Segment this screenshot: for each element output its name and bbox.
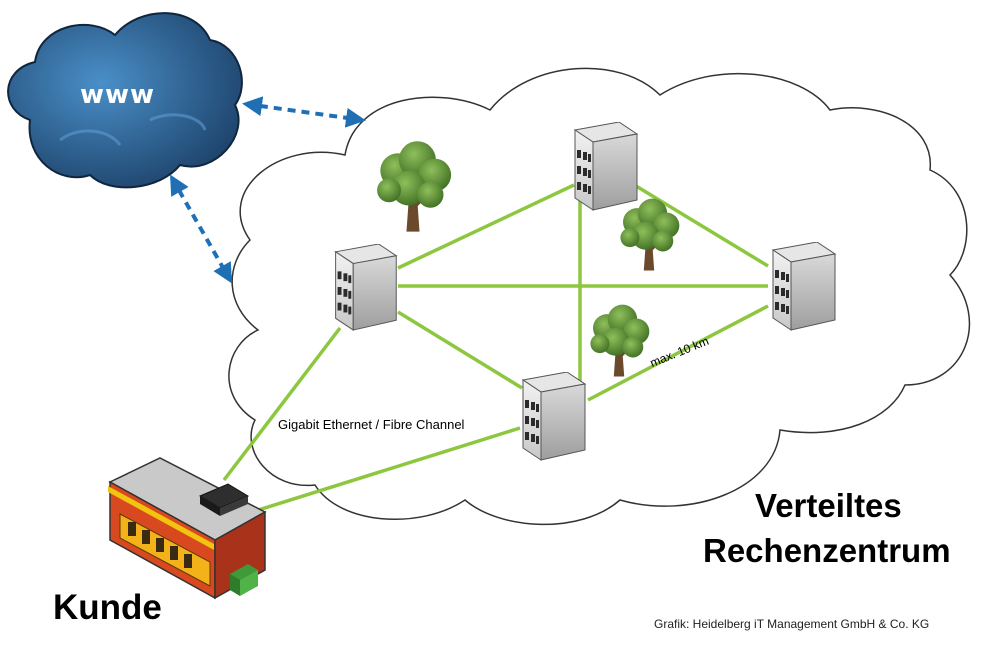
internet-link-arrow-1 [242,96,366,128]
link-type-label: Gigabit Ethernet / Fibre Channel [278,417,465,432]
diagram-title-line-1: Verteiltes [755,487,902,524]
datacenter-building-icon [522,372,586,461]
link-a-d [397,310,523,390]
datacenter-building-icon [574,122,638,211]
link-a-b [397,183,575,270]
link-d-c [587,304,769,402]
customer-building-icon [108,457,267,600]
network-links [222,183,769,514]
link-customer-a [222,326,342,482]
datacenter-building-icon [772,242,836,331]
datacenter-building-icon [335,244,397,331]
internet-cloud-highlight [59,113,207,146]
internet-label: www [80,80,156,110]
credit-label: Grafik: Heidelberg iT Management GmbH & … [654,617,930,631]
customer-label: Kunde [53,588,162,627]
link-customer-d [251,426,521,514]
internet-link-arrow-2 [170,174,232,284]
internet-cloud [7,12,243,189]
diagram-title-line-2: Rechenzentrum [703,532,951,569]
link-b-c [635,184,769,268]
